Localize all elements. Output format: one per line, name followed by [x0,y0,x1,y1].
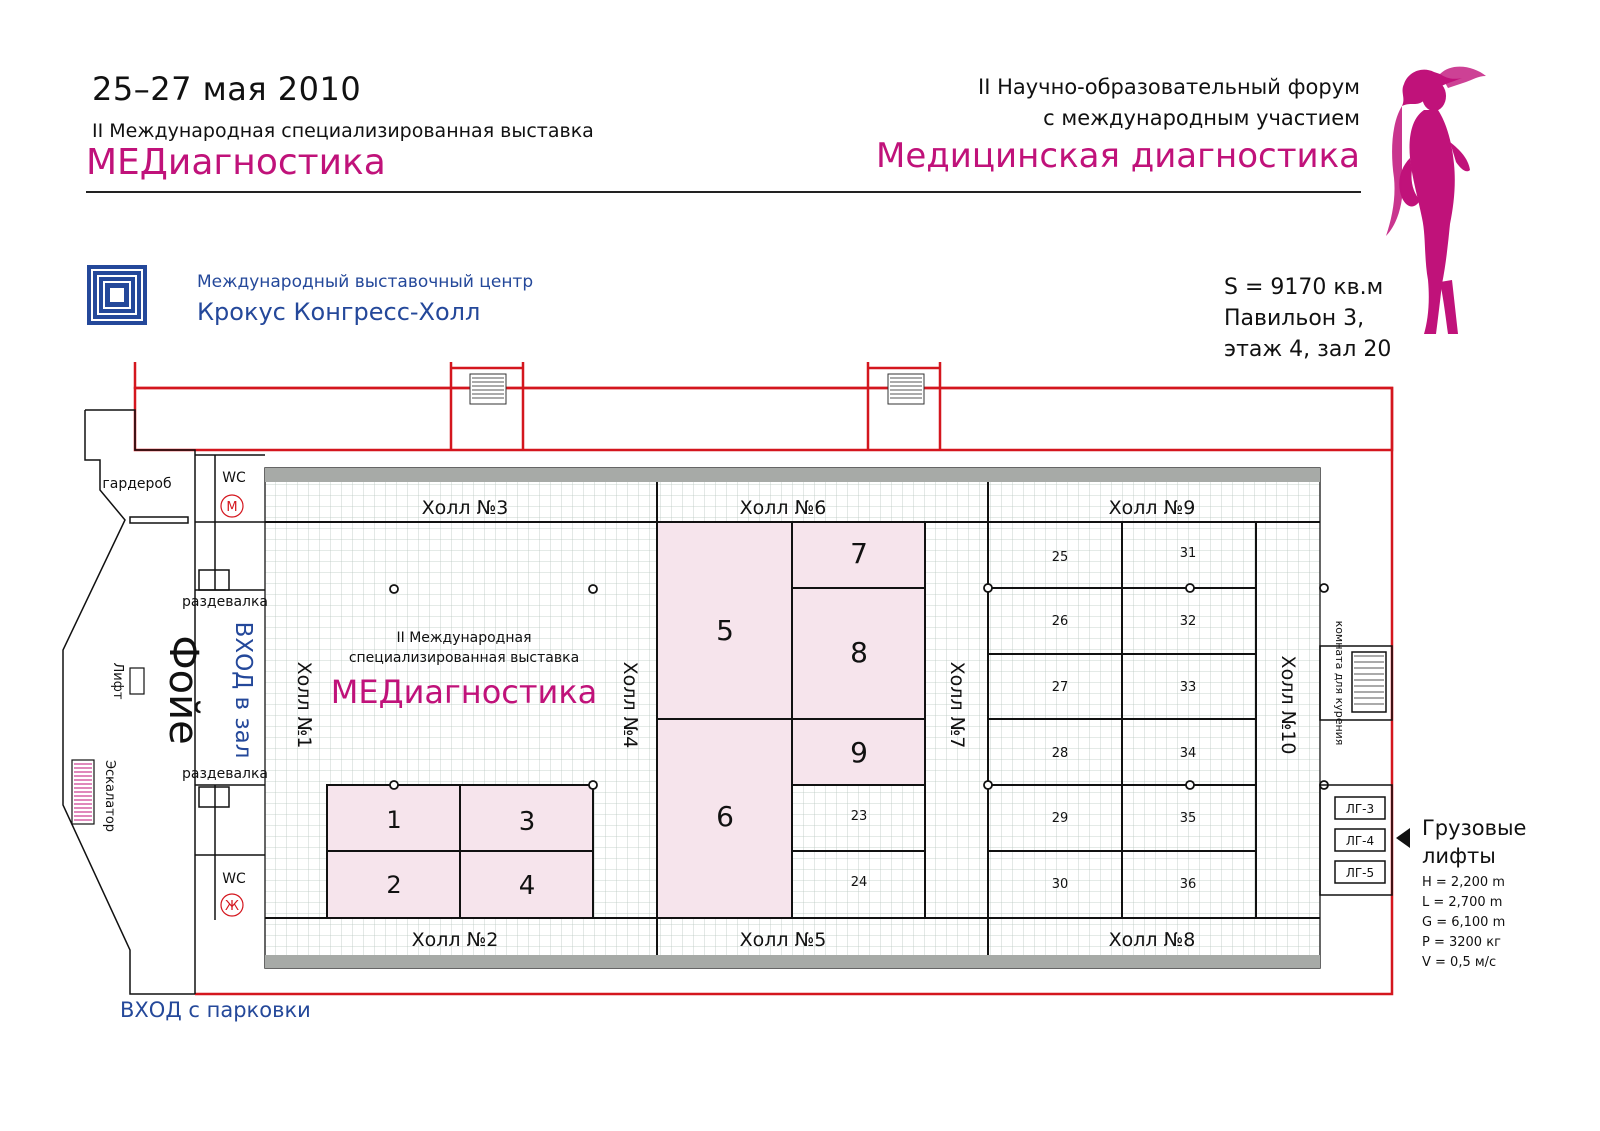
foyer-structure [62,409,265,995]
booth-25: 25 [1052,550,1069,565]
smoking-room-label: комната для курения [1333,621,1346,746]
expo-title: МЕДиагностика [86,142,386,183]
freight-lift-lg4: ЛГ-4 [1346,834,1374,848]
small-booths [791,521,1257,919]
entrance-parking: ВХОД с парковки [120,998,311,1022]
booth-34: 34 [1180,746,1197,761]
lift-spec: L = 2,700 m [1422,895,1503,910]
event-date: 25–27 мая 2010 [92,70,362,108]
stairs-top [469,373,925,405]
wc-m-icon [220,494,244,518]
booth-1: 1 [386,806,401,834]
hall-2-label: Холл №2 [412,929,499,951]
booth-28: 28 [1052,746,1069,761]
hall-9-label: Холл №9 [1109,497,1196,519]
arrow-left-icon [1396,828,1410,848]
venue-name: Крокус Конгресс-Холл [197,298,481,326]
lift-spec: G = 6,100 m [1422,915,1506,930]
forum-line2: с международным участием [1043,106,1360,130]
lift-label: Лифт [110,663,125,700]
booth-3: 3 [519,807,536,837]
lift-spec: P = 3200 кг [1422,935,1501,950]
hall-1-label: Холл №1 [293,662,315,749]
booth-23: 23 [851,809,868,824]
wc-m-label: М [226,500,237,515]
lift-spec: H = 2,200 m [1422,875,1505,890]
hall-6-label: Холл №6 [740,497,827,519]
area-size: S = 9170 кв.м [1224,275,1384,300]
forum-line1: II Научно-образовательный форум [978,75,1360,99]
columns [389,583,1329,790]
booth-6: 6 [716,800,734,833]
escalator-label: Эскалатор [102,760,117,832]
booth-32: 32 [1180,614,1197,629]
escalator-icon [71,759,95,825]
wc-top-label: WC [222,470,246,486]
wc-f-label: Ж [225,899,239,914]
right-annex [1319,645,1393,896]
lift-icon [129,667,145,695]
booth-26: 26 [1052,614,1069,629]
venue-logo-icon [87,265,147,325]
area-pavilion: Павильон 3, [1224,306,1365,331]
booth-5: 5 [716,614,734,647]
freight-lift-specs: H = 2,200 m L = 2,700 m G = 6,100 m P = … [1422,873,1505,973]
changing-room-bottom-label: раздевалка [182,766,268,782]
expo-label-title: МЕДиагностика [331,673,598,711]
expo-label-line2: специализированная выставка [349,650,579,666]
booth-35: 35 [1180,811,1197,826]
booth-7: 7 [850,537,868,570]
header-divider [86,191,1361,193]
booth-9: 9 [850,736,868,769]
freight-lifts-title-line1: Грузовые [1422,816,1527,840]
hall-top-wall [265,468,1320,482]
booth-8: 8 [850,636,868,669]
hall-7-label: Холл №7 [946,662,968,749]
pink-booths [326,521,926,919]
lift-spec: V = 0,5 м/с [1422,955,1497,970]
hall-10-label: Холл №10 [1277,656,1299,755]
booth-29: 29 [1052,811,1069,826]
venue-line1: Международный выставочный центр [197,272,534,292]
wardrobe-label: гардероб [102,476,171,492]
venus-figure-icon [1386,66,1486,334]
entrance-hall-label: ВХОД в зал [230,622,256,759]
area-floor-hall: этаж 4, зал 20 [1224,337,1392,362]
freight-lifts-title-line2: лифты [1422,844,1496,868]
hall-4-label: Холл №4 [619,662,641,749]
booth-2: 2 [386,871,401,899]
area-info: S = 9170 кв.м Павильон 3, этаж 4, зал 20 [1224,272,1391,365]
expo-label-line1: II Международная [397,630,532,646]
hall-8-label: Холл №8 [1109,929,1196,951]
booth-31: 31 [1180,546,1197,561]
booth-4: 4 [519,871,536,901]
freight-lifts-title: Грузовые лифты [1422,814,1526,870]
hall-bottom-wall [265,955,1320,968]
booth-24: 24 [851,875,868,890]
changing-room-top-label: раздевалка [182,594,268,610]
booth-30: 30 [1052,877,1069,892]
wc-bottom-label: WC [222,871,246,887]
hall-5-label: Холл №5 [740,929,827,951]
booth-33: 33 [1180,680,1197,695]
forum-title: Медицинская диагностика [876,136,1360,176]
wc-f-icon [220,893,244,917]
expo-subtitle: II Международная специализированная выст… [92,120,594,142]
hall-3-label: Холл №3 [422,497,509,519]
booth-36: 36 [1180,877,1197,892]
foyer-label: Фойе [160,635,206,745]
freight-lift-lg3: ЛГ-3 [1346,802,1374,816]
freight-lift-lg5: ЛГ-5 [1346,866,1374,880]
booth-27: 27 [1052,680,1069,695]
